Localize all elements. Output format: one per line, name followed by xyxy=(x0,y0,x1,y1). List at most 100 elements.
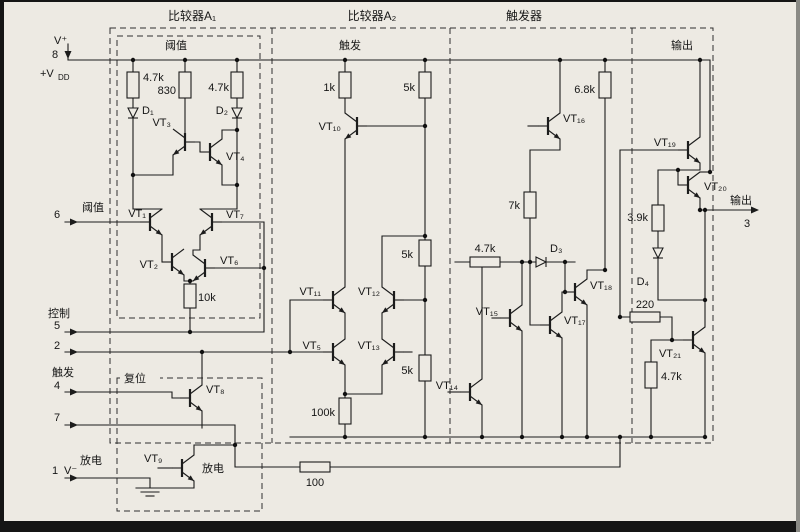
resistor-5k-mid xyxy=(418,239,432,267)
vt11-transistor xyxy=(321,285,347,315)
label-r-220: 220 xyxy=(636,299,654,311)
label-vt18: VT₁₈ xyxy=(590,280,612,292)
vt2-transistor xyxy=(160,247,186,277)
diode-d2 xyxy=(231,107,243,119)
label-r-6k8: 6.8k xyxy=(574,84,595,96)
label-vt16: VT₁₆ xyxy=(563,113,585,125)
comparator-a1-box xyxy=(116,35,261,319)
pin6-threshold-label: 阈值 xyxy=(82,200,104,214)
pin2-arrow-icon xyxy=(70,348,78,356)
label-vt21: VT₂₁ xyxy=(659,348,681,360)
vt18-transistor xyxy=(563,277,589,307)
resistor-5k-bottom xyxy=(418,354,432,382)
pin2-number: 2 xyxy=(54,340,60,352)
resistor-4k7-mid xyxy=(469,256,501,268)
vt8-transistor xyxy=(178,383,204,413)
label-r-7k: 7k xyxy=(508,200,520,212)
diode-d3 xyxy=(535,256,547,268)
label-threshold-top: 阈值 xyxy=(165,38,187,52)
wires xyxy=(64,43,753,489)
resistor-4k7-a1-left xyxy=(126,71,140,99)
resistor-6k8 xyxy=(598,71,612,99)
label-vt19: VT₁₉ xyxy=(654,137,676,149)
label-trigger-top: 触发 xyxy=(339,38,361,52)
pin-labels: V⁺ 8 +V DD 阈值 6 控制 5 2 触发 4 复位 7 放电 1 V⁻… xyxy=(40,35,752,477)
label-vt9: VT₉ xyxy=(144,453,162,465)
pin8-arrow-icon xyxy=(64,51,72,59)
vt9-transistor xyxy=(170,453,196,483)
title-flipflop: 触发器 xyxy=(506,8,542,23)
label-d2: D₂ xyxy=(216,105,228,117)
label-vt14: VT₁₄ xyxy=(436,380,459,392)
label-d1: D₁ xyxy=(142,105,154,117)
vt15-transistor xyxy=(498,303,524,333)
pin4-reset-label: 复位 xyxy=(124,371,146,385)
pin3-number: 3 xyxy=(744,218,750,230)
resistor-100k xyxy=(338,397,352,425)
label-r-5k-bottom: 5k xyxy=(401,365,413,377)
label-d4: D₄ xyxy=(637,276,650,288)
ground-symbol xyxy=(135,487,165,497)
resistor-220 xyxy=(629,311,661,323)
vt5-transistor xyxy=(321,337,347,367)
label-vt6: VT₆ xyxy=(220,255,239,267)
pin7-arrow-icon xyxy=(70,421,78,429)
vt4-transistor xyxy=(198,137,224,167)
pin4-number: 4 xyxy=(54,380,60,392)
label-vt2: VT₂ xyxy=(140,259,158,271)
pin8-number: 8 xyxy=(52,49,58,61)
label-vt4: VT₄ xyxy=(226,151,245,163)
label-vt17: VT₁₇ xyxy=(564,315,586,327)
resistor-830 xyxy=(178,71,192,99)
vt7-transistor xyxy=(198,207,224,237)
vt6-transistor xyxy=(191,253,217,283)
component-labels: 4.7k 830 4.7k D₁ D₂ VT₃ VT₄ VT₁ VT₇ VT₂ … xyxy=(128,72,727,489)
pin8-vdd-subscript: DD xyxy=(58,73,70,82)
label-r-5k-mid: 5k xyxy=(401,249,413,261)
label-vt20: VT₂₀ xyxy=(704,181,727,193)
pin5-arrow-icon xyxy=(70,328,78,336)
label-r-830: 830 xyxy=(158,85,176,97)
title-comparator-a1: 比较器A₁ xyxy=(168,8,216,23)
pin-arrows xyxy=(64,51,759,482)
junction-dots xyxy=(130,57,713,448)
label-r-100k: 100k xyxy=(311,407,335,419)
label-discharge-inner: 放电 xyxy=(202,461,224,475)
resistor-4k7-a1-right xyxy=(230,71,244,99)
resistors xyxy=(126,71,665,473)
vt16-transistor xyxy=(536,111,562,141)
vt21-transistor xyxy=(681,325,707,355)
vt20-transistor xyxy=(676,170,702,200)
title-comparator-a2: 比较器A₂ xyxy=(348,8,397,23)
label-vt8: VT₈ xyxy=(206,384,225,396)
pin4-arrow-icon xyxy=(70,388,78,396)
label-r-3k9: 3.9k xyxy=(627,212,648,224)
resistor-10k xyxy=(183,283,197,309)
pin2-trigger-label: 触发 xyxy=(52,365,74,379)
label-vt12: VT₁₂ xyxy=(358,286,380,298)
diode-d4 xyxy=(652,247,664,259)
pin7-number: 7 xyxy=(54,412,60,424)
label-vt15: VT₁₅ xyxy=(476,306,498,318)
pin1-number: 1 xyxy=(52,465,58,477)
vt17-transistor xyxy=(538,310,564,340)
pin3-arrow-icon xyxy=(751,206,759,214)
pin6-arrow-icon xyxy=(70,218,78,226)
outer-dashed-box xyxy=(109,27,714,444)
vt14-transistor xyxy=(458,377,484,407)
title-output-section: 输出 xyxy=(671,38,693,52)
label-vt11: VT₁₁ xyxy=(300,286,322,298)
label-vt7: VT₇ xyxy=(226,209,244,221)
pin3-output-label: 输出 xyxy=(730,193,752,207)
reset-label-bg xyxy=(120,372,160,385)
label-r-100: 100 xyxy=(306,477,324,489)
pin6-number: 6 xyxy=(54,209,60,221)
pin5-number: 5 xyxy=(54,320,60,332)
label-vt10: VT₁₀ xyxy=(319,121,341,133)
resistor-3k9 xyxy=(651,204,665,232)
label-r-4k7-out: 4.7k xyxy=(661,371,682,383)
diodes xyxy=(127,107,664,268)
